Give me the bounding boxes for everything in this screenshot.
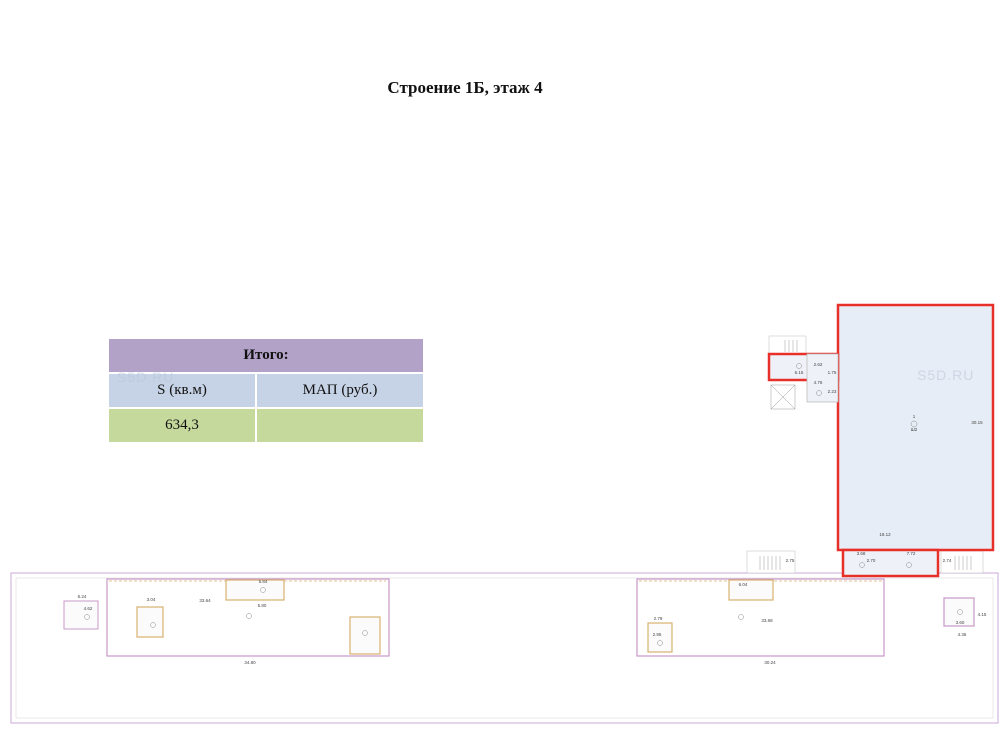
dim-label: 4.76 <box>814 380 823 385</box>
room-number: 1 <box>913 414 916 419</box>
highlighted-premises: 1 Ш2 30.15 18.12 6.15 4.76 2.62 1.75 2.2… <box>767 303 995 578</box>
summary-values-row: 634,3 <box>109 408 423 442</box>
watermark: S5D.RU <box>117 369 175 385</box>
summary-columns-row: S (кв.м) МАП (руб.) <box>109 373 423 409</box>
area-value: 634,3 <box>109 408 257 442</box>
dim-label: 2.23 <box>828 389 837 394</box>
building-outline <box>10 572 999 724</box>
dim-label: 4.15 <box>978 612 987 617</box>
dim-label: 3.04 <box>147 597 156 602</box>
dim-label: 2.74 <box>943 558 952 563</box>
room-b <box>806 353 839 403</box>
left-wing: 6.24 4.62 3.04 5.84 33.64 5.80 34.80 <box>63 578 390 665</box>
dim-label: 33.68 <box>761 618 773 623</box>
map-column-header: МАП (руб.) <box>256 373 423 409</box>
dim-label: 5.84 <box>259 579 268 584</box>
dim-label: 30.24 <box>764 660 776 665</box>
dim-label: 34.80 <box>244 660 256 665</box>
page-title: Строение 1Б, этаж 4 <box>387 78 543 97</box>
dim-label: 1.75 <box>828 370 837 375</box>
dim-label: 6.15 <box>795 370 804 375</box>
right-wing: 6.04 33.68 30.24 2.79 2.95 <box>636 578 885 665</box>
room-area: Ш2 <box>911 427 918 432</box>
dim-label: 2.62 <box>814 362 823 367</box>
dim-label: 6.24 <box>78 594 87 599</box>
watermark: S5D.RU <box>917 367 975 383</box>
dim-label: 4.62 <box>84 606 93 611</box>
dim-label: 2.70 <box>867 558 876 563</box>
dim-label: 2.75 <box>786 558 795 563</box>
dim-label: 2.79 <box>654 616 663 621</box>
dim-label: 33.64 <box>199 598 211 603</box>
dim-label: 18.12 <box>879 532 891 537</box>
map-value <box>256 408 423 442</box>
summary-header-row: Итого: <box>109 339 423 374</box>
staircases <box>746 335 984 574</box>
main-room <box>836 303 995 552</box>
dim-label: 7.72 <box>907 551 916 556</box>
east-room: 4.36 3.60 4.15 <box>943 597 987 637</box>
dim-label: 3.68 <box>857 551 866 556</box>
summary-table: Итого: S (кв.м) МАП (руб.) 634,3 <box>109 339 423 442</box>
building-inner-outline <box>15 577 994 719</box>
dim-label: 4.36 <box>958 632 967 637</box>
dim-label: 6.04 <box>739 582 748 587</box>
dim-label: 30.15 <box>971 420 983 425</box>
area-column-header: S (кв.м) <box>109 373 257 409</box>
dim-label: 2.95 <box>653 632 662 637</box>
dim-label: 5.80 <box>258 603 267 608</box>
corridor-room <box>841 548 940 578</box>
dim-label: 3.60 <box>956 620 965 625</box>
summary-header: Итого: <box>109 339 423 374</box>
